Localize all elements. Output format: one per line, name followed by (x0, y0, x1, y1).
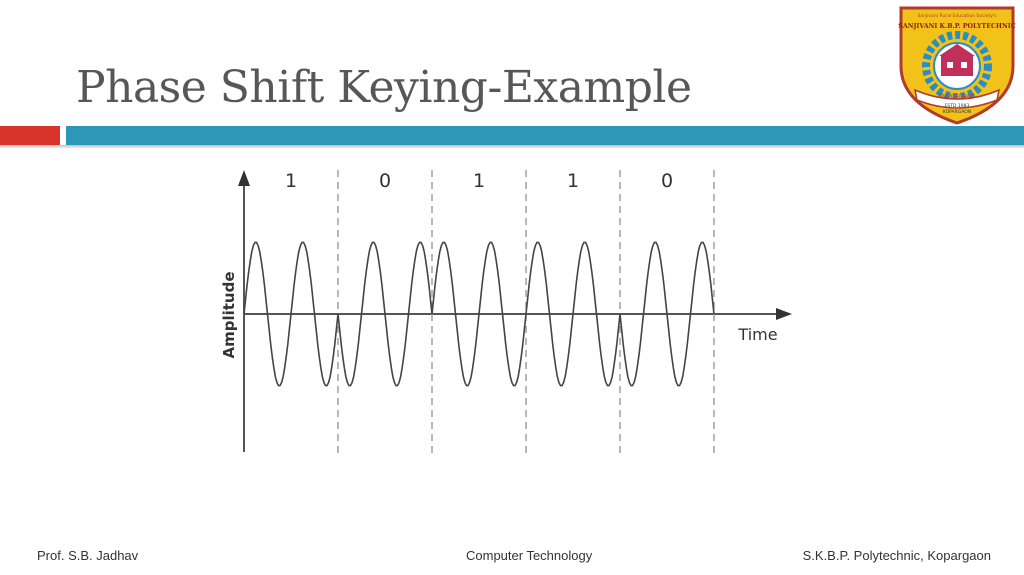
footer-department: Computer Technology (466, 548, 593, 563)
y-axis-arrow (238, 170, 250, 186)
footer-author: Prof. S.B. Jadhav (37, 548, 139, 563)
bit-label: 0 (661, 170, 673, 192)
logo-name: SANJIVANI K.B.P. POLYTECHNIC (898, 23, 1015, 30)
logo-motto: शिक्षणातून समृद्धी (939, 93, 975, 100)
title-rule-accent (0, 126, 60, 145)
bit-label: 1 (473, 170, 485, 192)
psk-waveform-diagram: Amplitude Time 1 0 1 1 0 (220, 170, 792, 456)
bit-label: 0 (379, 170, 391, 192)
footer-institute: S.K.B.P. Polytechnic, Kopargaon (802, 548, 991, 563)
x-axis-label: Time (737, 325, 777, 344)
logo-established: ESTD.1983 (945, 103, 970, 109)
slide-title: Phase Shift Keying-Example (76, 62, 692, 113)
title-rule-shadow (0, 145, 1024, 149)
title-rule-bar (66, 126, 1024, 145)
bit-label: 1 (285, 170, 297, 192)
bit-label: 1 (567, 170, 579, 192)
college-logo: Sanjivani Rural Education Society's SANJ… (898, 6, 1016, 125)
logo-top-caption: Sanjivani Rural Education Society's (918, 13, 998, 19)
psk-wave-line (243, 241, 715, 387)
y-axis-label: Amplitude (220, 271, 238, 358)
logo-place: KOPARGAON (943, 109, 971, 115)
x-axis-arrow (776, 308, 792, 320)
